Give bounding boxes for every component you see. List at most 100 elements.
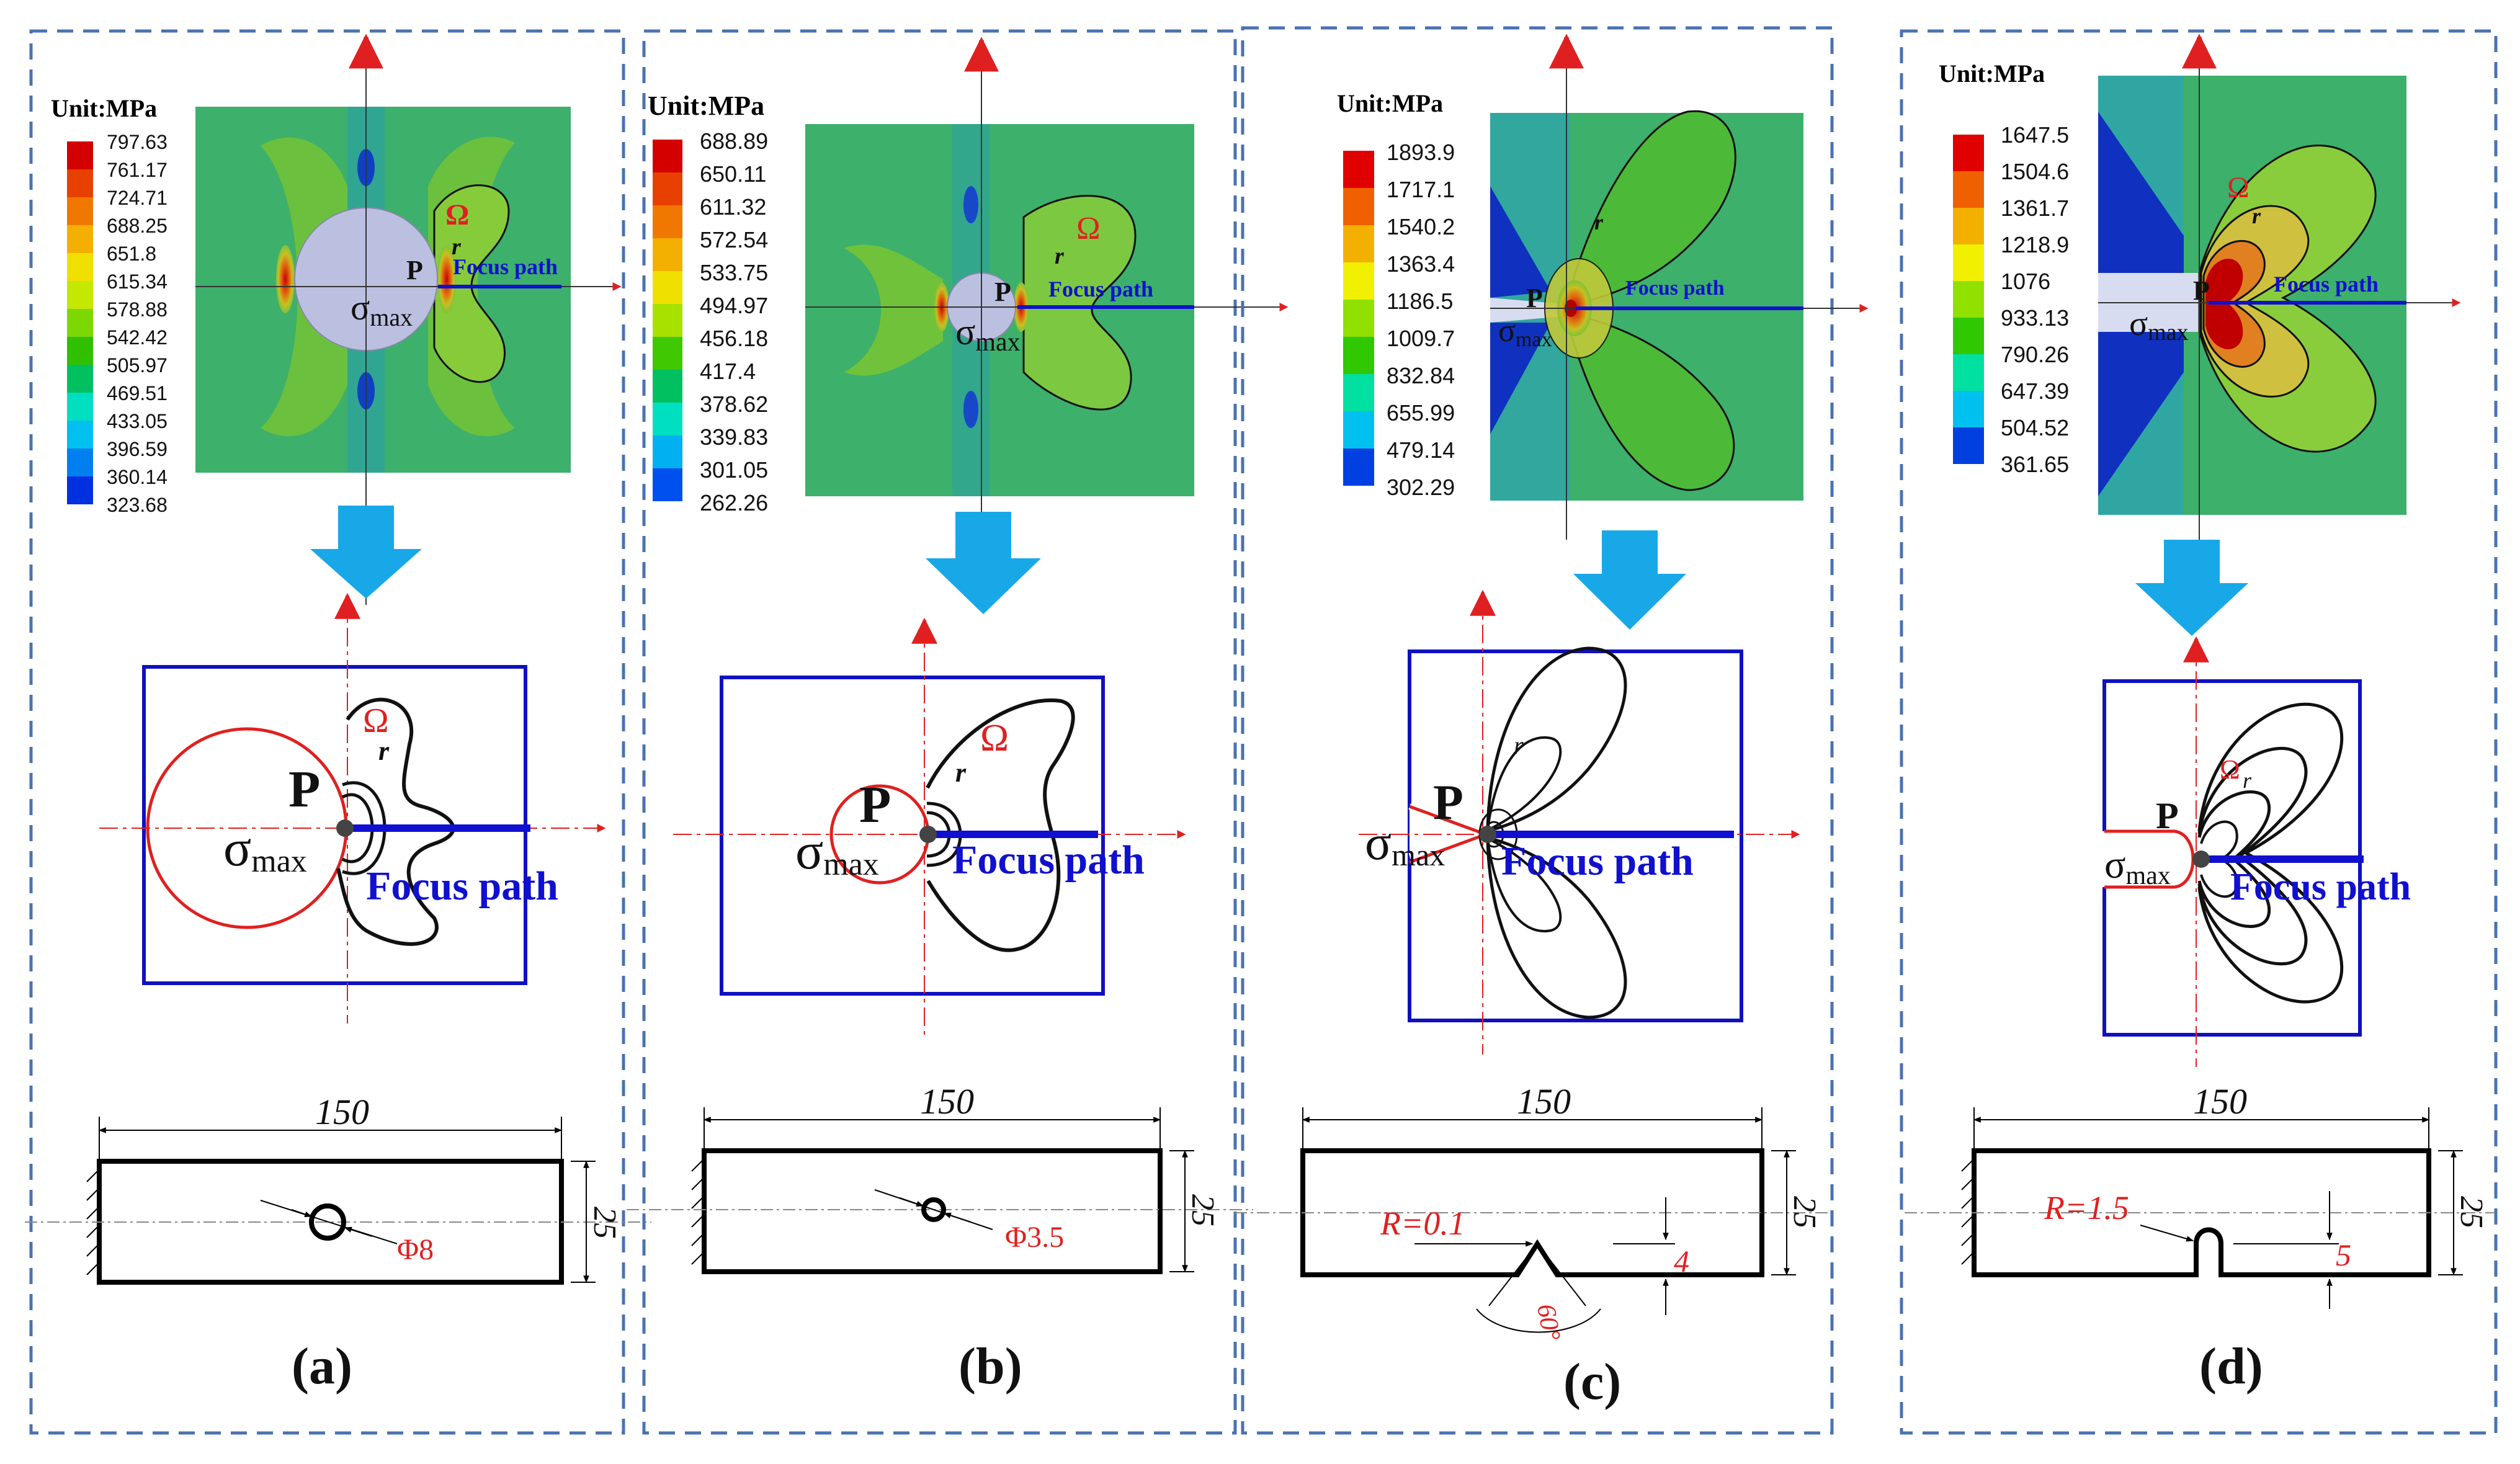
dim-length-b: 150 bbox=[920, 1081, 974, 1122]
panel-d-frame bbox=[1900, 29, 2498, 1435]
legend-a-val: 360.14 bbox=[107, 466, 168, 488]
sigma-sub-d: max bbox=[2148, 319, 2188, 346]
contour-plot-d: Ω r P Focus path σmax bbox=[2098, 33, 2461, 552]
legend-c-val: 832.84 bbox=[1387, 363, 1455, 388]
legend-b-val: 378.62 bbox=[700, 391, 768, 417]
focus-path-a: Focus path bbox=[453, 254, 558, 279]
dim-width-d: 25 bbox=[2454, 1196, 2489, 1228]
omega-label-d: Ω bbox=[2227, 171, 2250, 204]
fixed-support-hatching bbox=[86, 1158, 1975, 1275]
dim-length-d: 150 bbox=[2193, 1081, 2247, 1122]
focus-path-c: Focus path bbox=[1625, 277, 1725, 300]
p-label-b2: P bbox=[859, 776, 891, 834]
p-label-a2: P bbox=[288, 761, 320, 818]
dim-length-c: 150 bbox=[1517, 1081, 1571, 1122]
sigma-sub-b: max bbox=[975, 328, 1020, 357]
sigma-label-b2: σmax bbox=[795, 823, 879, 882]
dim-length-a: 150 bbox=[315, 1092, 369, 1132]
legend-a-val: 761.17 bbox=[107, 159, 168, 181]
contour-plot-c: r P Focus path σmax bbox=[1490, 33, 1869, 540]
sigma-sub-c2: max bbox=[1392, 837, 1445, 872]
dim-radius-c: R=0.1 bbox=[1380, 1205, 1465, 1242]
legend-c-val: 1009.7 bbox=[1387, 326, 1455, 351]
flow-arrow-c bbox=[1573, 530, 1686, 630]
omega-label-b: Ω bbox=[1076, 211, 1101, 246]
omega-label-a: Ω bbox=[445, 199, 469, 231]
legend-d-val: 933.13 bbox=[2001, 305, 2069, 331]
dimension-drawing-b: 150 Φ3.5 25 bbox=[627, 1081, 1253, 1274]
legend-c-val: 479.14 bbox=[1387, 437, 1455, 463]
legend-a-val: 724.71 bbox=[107, 187, 168, 209]
focus-path-b2: Focus path bbox=[952, 837, 1145, 883]
caption-d: (d) bbox=[2199, 1337, 2263, 1395]
legend-b-val: 650.11 bbox=[700, 161, 766, 187]
p-label-d: P bbox=[2193, 275, 2210, 306]
legend-a-val: 797.63 bbox=[107, 131, 168, 153]
legend-c-unit: Unit:MPa bbox=[1337, 89, 1443, 117]
r-label-d2: r bbox=[2243, 768, 2252, 793]
legend-b-val: 688.89 bbox=[700, 128, 768, 154]
legend-a-val: 505.97 bbox=[107, 354, 168, 377]
r-label-d: r bbox=[2252, 203, 2261, 228]
legend-d-unit: Unit:MPa bbox=[1939, 60, 2045, 87]
legend-b-val: 456.18 bbox=[700, 326, 768, 351]
sigma-sub-b2: max bbox=[823, 847, 879, 882]
panel-a: Unit:MPa 797.63 761.17 724.71 bbox=[25, 29, 651, 1435]
focus-path-d: Focus path bbox=[2274, 272, 2379, 297]
sigma-label-b: σmax bbox=[955, 311, 1021, 357]
legend-a-bar bbox=[67, 141, 93, 504]
sigma-label-a2: σmax bbox=[223, 819, 307, 879]
omega-label-d2: Ω bbox=[2220, 754, 2240, 785]
sigma-sub-a2: max bbox=[251, 844, 307, 879]
legend-a-val: 323.68 bbox=[107, 494, 168, 516]
legend-d: Unit:MPa 1647.5 1504.6 1361.7 1218.9 107… bbox=[1939, 60, 2069, 477]
dim-width-b: 25 bbox=[1185, 1194, 1220, 1226]
sigma-label-c: σmax bbox=[1498, 313, 1552, 351]
sigma-label-d2: σmax bbox=[2104, 842, 2171, 890]
schematic-d: Ω r P σmax Focus path bbox=[2101, 636, 2411, 1067]
legend-d-bar bbox=[1953, 135, 1984, 464]
p-label-c2: P bbox=[1433, 775, 1463, 830]
panel-b: Unit:MPa 688.89 650.11 611.32 572.54 533 bbox=[627, 29, 1289, 1435]
r-label-c: r bbox=[1594, 210, 1604, 234]
legend-d-val: 790.26 bbox=[2001, 342, 2069, 367]
legend-a-val: 396.59 bbox=[107, 438, 168, 460]
legend-b-val: 417.4 bbox=[700, 359, 756, 384]
legend-a-val: 615.34 bbox=[107, 270, 168, 293]
dim-angle-c: 60° bbox=[1531, 1302, 1566, 1343]
legend-a: Unit:MPa 797.63 761.17 724.71 bbox=[51, 94, 168, 516]
legend-a-val: 651.8 bbox=[107, 243, 156, 265]
legend-d-val: 1504.6 bbox=[2001, 159, 2069, 184]
dim-width-c: 25 bbox=[1787, 1196, 1822, 1228]
dim-depth-d: 5 bbox=[2336, 1238, 2351, 1272]
flow-arrow-a bbox=[310, 506, 422, 599]
sigma-b2: σ bbox=[795, 823, 823, 880]
sigma-a: σ bbox=[351, 287, 370, 328]
legend-d-val: 1218.9 bbox=[2001, 232, 2069, 257]
legend-a-val: 542.42 bbox=[107, 326, 168, 349]
legend-b-unit: Unit:MPa bbox=[648, 91, 764, 121]
r-label-a2: r bbox=[378, 736, 390, 766]
panel-b-frame bbox=[642, 29, 1237, 1435]
flow-arrow-b bbox=[926, 512, 1041, 614]
legend-d-val: 1361.7 bbox=[2001, 195, 2069, 221]
sigma-c2: σ bbox=[1365, 816, 1392, 870]
r-label-b2: r bbox=[955, 757, 967, 788]
legend-b-bar bbox=[653, 140, 682, 501]
legend-a-val: 433.05 bbox=[107, 410, 168, 432]
legend-d-val: 647.39 bbox=[2001, 378, 2069, 404]
schematic-a: Ω r P σmax Focus path bbox=[99, 592, 606, 1024]
r-label-a: r bbox=[452, 234, 462, 260]
legend-a-unit: Unit:MPa bbox=[51, 94, 157, 122]
legend-b-val: 262.26 bbox=[700, 490, 768, 516]
r-label-b: r bbox=[1055, 243, 1065, 269]
panel-d: Unit:MPa 1647.5 1504.6 1361.7 1218.9 107… bbox=[1900, 29, 2498, 1435]
sigma-sub-d2: max bbox=[2126, 862, 2171, 890]
sigma-label-a: σmax bbox=[351, 287, 413, 331]
focus-path-b: Focus path bbox=[1048, 277, 1153, 301]
legend-b-val: 533.75 bbox=[700, 260, 768, 285]
caption-b: (b) bbox=[958, 1337, 1022, 1395]
sigma-d2: σ bbox=[2104, 842, 2126, 886]
dim-hole-a: Φ8 bbox=[397, 1233, 434, 1266]
dim-depth-c: 4 bbox=[1674, 1244, 1689, 1279]
